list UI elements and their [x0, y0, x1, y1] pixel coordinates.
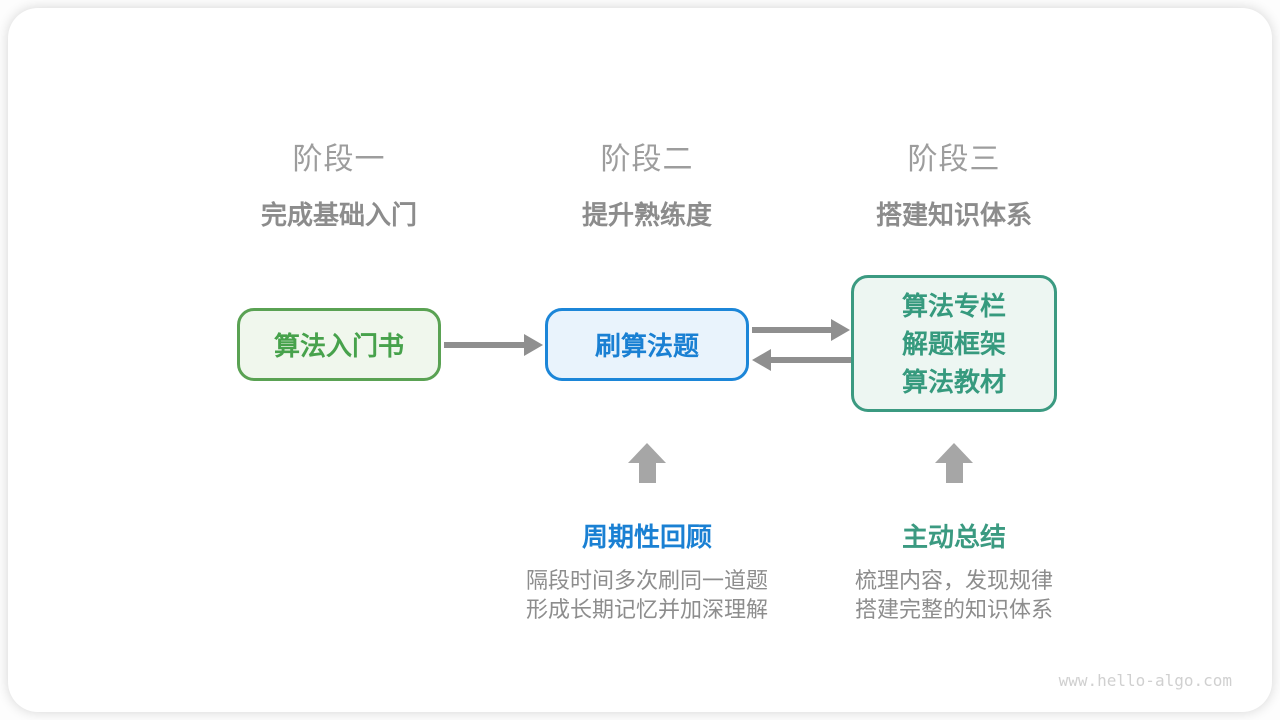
stage-1-subtitle: 完成基础入门 — [260, 200, 417, 230]
stage-2-subtitle: 提升熟练度 — [581, 200, 712, 230]
arrow-line — [770, 357, 851, 363]
arrow-head-left-icon — [752, 349, 771, 371]
annotation-review-title: 周期性回顾 — [581, 522, 712, 552]
node-resources-line-2: 解题框架 — [901, 328, 1006, 359]
up-arrow-review-icon — [628, 443, 666, 483]
annotation-summarize-description: 梳理内容，发现规律 搭建完整的知识体系 — [804, 566, 1104, 624]
arrow-line — [444, 342, 525, 348]
node-resources-line-3: 算法教材 — [901, 366, 1006, 397]
stage-1-title: 阶段一 — [292, 143, 386, 176]
annotation-review-description: 隔段时间多次刷同一道题 形成长期记忆并加深理解 — [497, 566, 797, 624]
node-resources: 算法专栏 解题框架 算法教材 — [851, 275, 1057, 412]
arrow-line — [752, 327, 832, 333]
node-intro-book: 算法入门书 — [237, 308, 441, 381]
watermark: www.hello-algo.com — [1058, 671, 1232, 690]
arrow-head-right-icon — [524, 334, 543, 356]
annotation-review-desc-line-1: 隔段时间多次刷同一道题 — [525, 568, 768, 593]
annotation-review-desc-line-2: 形成长期记忆并加深理解 — [525, 597, 768, 622]
stage-3-title: 阶段三 — [907, 143, 1001, 176]
stage-3-subtitle: 搭建知识体系 — [875, 200, 1032, 230]
stage-header-2: 阶段二 提升熟练度 — [497, 134, 797, 232]
annotation-summarize-desc-line-1: 梳理内容，发现规律 — [854, 568, 1053, 593]
node-intro-book-label: 算法入门书 — [273, 331, 404, 361]
annotation-summarize-title: 主动总结 — [901, 522, 1006, 552]
annotation-summarize-desc-line-2: 搭建完整的知识体系 — [854, 597, 1053, 622]
stage-2-title: 阶段二 — [600, 143, 694, 176]
node-resources-line-1: 算法专栏 — [901, 290, 1006, 321]
diagram-card: 阶段一 完成基础入门 阶段二 提升熟练度 阶段三 搭建知识体系 算法入门书 刷算… — [8, 8, 1272, 712]
node-practice-label: 刷算法题 — [594, 331, 699, 361]
stage-header-1: 阶段一 完成基础入门 — [189, 134, 489, 232]
node-practice: 刷算法题 — [545, 308, 749, 381]
up-arrow-summarize-icon — [935, 443, 973, 483]
arrow-head-right-icon — [831, 319, 850, 341]
stage-header-3: 阶段三 搭建知识体系 — [804, 134, 1104, 232]
